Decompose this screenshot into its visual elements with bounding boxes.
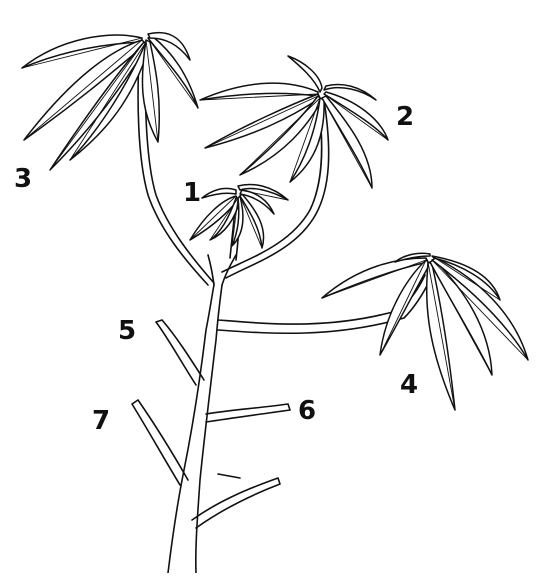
- label-scar-7: 7: [92, 408, 110, 434]
- leaf-2: [200, 56, 388, 188]
- label-leaf-1: 1: [183, 180, 201, 206]
- petiole-leaf-2: [222, 100, 329, 278]
- label-scar-5: 5: [118, 318, 136, 344]
- label-leaf-3: 3: [14, 166, 32, 192]
- leaf-3: [22, 33, 198, 170]
- branch-scar-5: [156, 320, 204, 385]
- main-stem: [168, 255, 236, 573]
- leaf-1: [190, 185, 288, 248]
- lower-branch: [192, 474, 280, 528]
- label-leaf-4: 4: [400, 372, 418, 398]
- label-leaf-2: 2: [396, 104, 414, 130]
- branch-scar-6: [206, 404, 290, 422]
- branch-scar-7: [132, 400, 188, 485]
- label-scar-6: 6: [298, 398, 316, 424]
